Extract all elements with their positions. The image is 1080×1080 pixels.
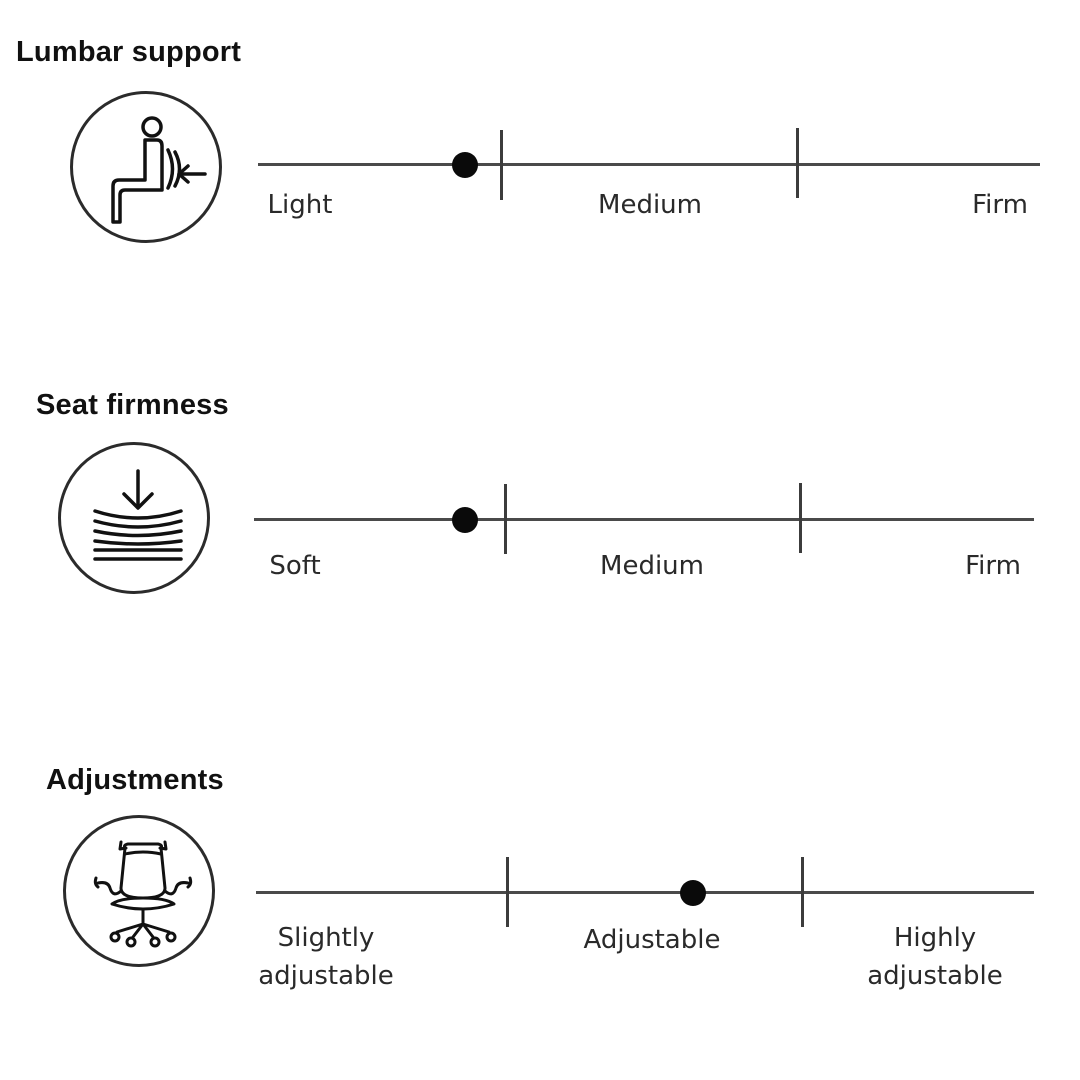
scale-tick (801, 857, 804, 927)
scale-line (258, 163, 1040, 166)
office-chair-icon (63, 815, 215, 967)
section-title: Lumbar support (16, 36, 242, 68)
scale-tick (506, 857, 509, 927)
level-marker (452, 152, 479, 178)
scale-label-mid: Medium (598, 190, 702, 220)
scale-label-mid: Adjustable (583, 925, 721, 955)
lumbar-support-icon (70, 91, 222, 243)
seat-firmness-icon (58, 442, 210, 594)
scale-label-high: Firm (965, 551, 1021, 581)
scale-label-high: Highly adjustable (867, 923, 1003, 991)
section-title: Seat firmness (36, 389, 229, 421)
scale-tick (500, 130, 503, 200)
scale-label-low: Soft (269, 551, 321, 581)
scale-label-low: Slightly adjustable (258, 923, 394, 991)
section-title: Adjustments (46, 764, 224, 796)
level-marker (451, 507, 478, 533)
scale-tick (796, 128, 799, 198)
scale-tick (504, 484, 507, 554)
scale-label-high: Firm (972, 190, 1028, 220)
scale-label-mid: Medium (600, 551, 704, 581)
scale-line (254, 518, 1034, 521)
scale-line (256, 891, 1034, 894)
level-marker (679, 880, 706, 906)
scale-tick (799, 483, 802, 553)
scale-label-low: Light (267, 190, 333, 220)
